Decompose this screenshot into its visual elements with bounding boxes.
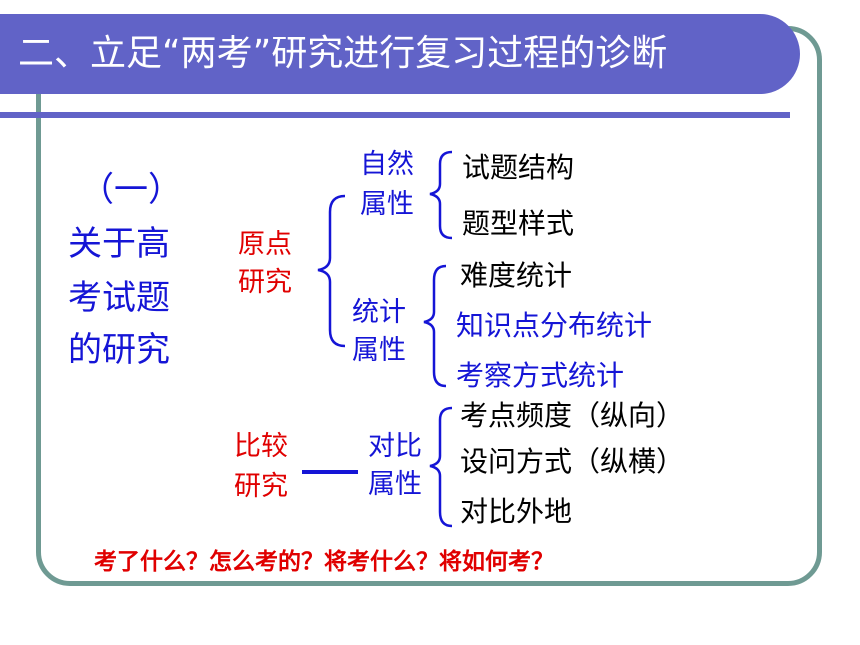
section-heading-line-3: 的研究 xyxy=(68,330,170,370)
section-number: （一） xyxy=(80,170,182,210)
section-heading-line-2: 考试题 xyxy=(68,278,170,318)
section-heading-line-1: 关于高 xyxy=(68,224,170,264)
duibi-brace xyxy=(429,406,453,528)
tongji-item-3: 考察方式统计 xyxy=(456,359,625,392)
duibi-item-3: 对比外地 xyxy=(460,495,573,528)
yuandian-label-line-1: 原点 xyxy=(238,229,292,260)
duibi-label-line-2: 属性 xyxy=(368,469,422,500)
ziran-item-2: 题型样式 xyxy=(462,207,575,240)
yuandian-brace xyxy=(317,194,346,348)
ziran-label-line-1: 自然 xyxy=(360,149,414,180)
tongji-label-line-2: 属性 xyxy=(352,335,406,366)
tongji-item-1: 难度统计 xyxy=(460,259,573,292)
ziran-label-line-2: 属性 xyxy=(360,189,414,220)
bottom-question: 考了什么？怎么考的？将考什么？将如何考？ xyxy=(94,549,554,575)
duibi-label-line-1: 对比 xyxy=(368,431,422,462)
duibi-item-2: 设问方式（纵横） xyxy=(460,445,685,478)
bijiao-label-line-2: 研究 xyxy=(234,471,288,502)
tongji-brace xyxy=(423,264,447,388)
tongji-label-line-1: 统计 xyxy=(352,297,406,328)
title-bar xyxy=(0,14,800,94)
ziran-brace xyxy=(429,150,453,240)
tongji-item-2: 知识点分布统计 xyxy=(456,309,653,342)
yuandian-label-line-2: 研究 xyxy=(238,267,292,298)
ziran-item-1: 试题结构 xyxy=(462,151,575,184)
page-title: 二、立足“两考”研究进行复习过程的诊断 xyxy=(18,33,668,74)
duibi-item-1: 考点频度（纵向） xyxy=(460,399,685,432)
bijiao-label-line-1: 比较 xyxy=(234,431,288,462)
title-underline xyxy=(0,112,790,118)
